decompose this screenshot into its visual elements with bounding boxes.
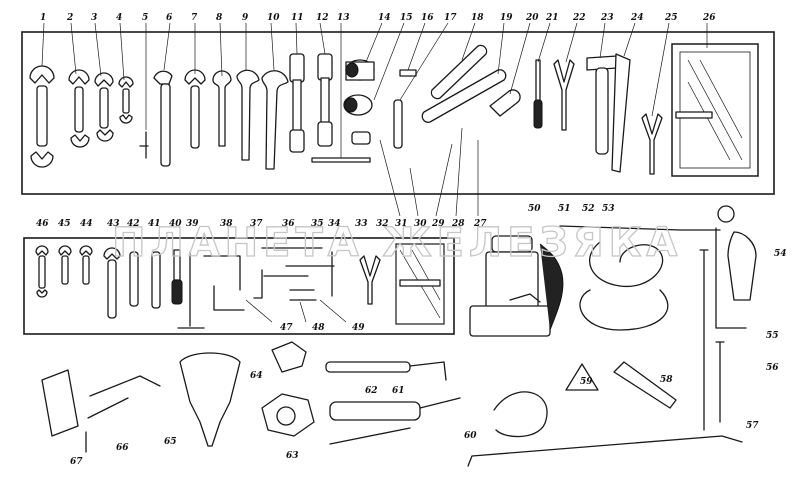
callout-9: 9: [242, 13, 249, 23]
callout-36: 36: [282, 219, 295, 229]
callout-24: 24: [630, 13, 644, 23]
callout-60: 60: [464, 431, 477, 441]
callout-19: 19: [500, 13, 513, 23]
callout-15: 15: [400, 13, 413, 23]
callout-45: 45: [58, 219, 71, 229]
callout-37: 37: [250, 219, 263, 229]
callout-49: 49: [352, 323, 365, 333]
callout-59: 59: [580, 377, 593, 387]
callout-46: 46: [36, 219, 49, 229]
callout-67: 67: [70, 457, 83, 467]
callout-22: 22: [572, 13, 586, 23]
callout-62: 62: [365, 386, 378, 396]
callout-5: 5: [142, 13, 148, 23]
tire-pump-hose: [539, 225, 747, 431]
callout-27: 27: [473, 219, 487, 229]
callout-40: 40: [169, 219, 182, 229]
grease-cup-tool: [717, 205, 757, 301]
callout-32: 32: [376, 219, 389, 229]
callout-42: 42: [127, 219, 140, 229]
callout-43: 43: [107, 219, 120, 229]
callout-50: 50: [528, 204, 541, 214]
callout-7: 7: [191, 13, 198, 23]
callout-63: 63: [286, 451, 299, 461]
callout-61: 61: [392, 386, 405, 396]
callout-58: 58: [660, 375, 673, 385]
callout-41: 41: [148, 219, 161, 229]
callout-4: 4: [116, 13, 122, 23]
lower-tool-board: [23, 237, 455, 335]
callout-26: 26: [702, 13, 716, 23]
callout-29: 29: [431, 219, 445, 229]
callout-16: 16: [421, 13, 434, 23]
callout-11: 11: [291, 13, 304, 23]
callout-13: 13: [337, 13, 350, 23]
callout-21: 21: [545, 13, 559, 23]
callout-18: 18: [471, 13, 484, 23]
middle-row-callouts: 46 45 44 43 42 41 40 39 38 37 36 35 34 3…: [36, 127, 487, 333]
callout-17: 17: [444, 13, 457, 23]
callout-30: 30: [414, 219, 427, 229]
callout-48: 48: [312, 323, 325, 333]
callout-47: 47: [280, 323, 293, 333]
top-row-callouts: 1 2 3 4 5 6 7 8 9 10 11 12 13 14 15 16 1…: [40, 13, 716, 158]
callout-57: 57: [746, 421, 759, 431]
callout-66: 66: [116, 443, 129, 453]
callout-20: 20: [525, 13, 539, 23]
open-end-wrench-set: [29, 65, 134, 168]
socket-set: [343, 59, 417, 149]
callout-54: 54: [774, 249, 787, 259]
callout-14: 14: [378, 13, 391, 23]
pliers-hammer-lever: [553, 43, 759, 177]
callout-52: 52: [582, 204, 595, 214]
lower-tools-group: [41, 341, 743, 467]
callout-35: 35: [311, 219, 324, 229]
callout-33: 33: [355, 219, 368, 229]
right-callouts: 50 51 52 53 54 55 56 57 58 59 60 61 62 6…: [70, 204, 787, 467]
callout-10: 10: [267, 13, 280, 23]
callout-39: 39: [186, 219, 199, 229]
callout-8: 8: [216, 13, 223, 23]
callout-28: 28: [451, 219, 465, 229]
callout-65: 65: [164, 437, 177, 447]
callout-53: 53: [602, 204, 615, 214]
callout-31: 31: [395, 219, 408, 229]
callout-6: 6: [166, 13, 173, 23]
offset-ring-wrenches: [421, 44, 543, 129]
callout-2: 2: [66, 13, 73, 23]
callout-38: 38: [220, 219, 233, 229]
hook-spanner-set: [184, 69, 289, 170]
callout-55: 55: [766, 331, 779, 341]
callout-34: 34: [328, 219, 341, 229]
misc-keys: [139, 70, 173, 167]
callout-12: 12: [316, 13, 329, 23]
callout-51: 51: [558, 204, 571, 214]
callout-44: 44: [80, 219, 93, 229]
bottle-jack: [469, 235, 551, 337]
callout-3: 3: [91, 13, 97, 23]
watermark-text: ПЛАНЕТА ЖЕЛЕЗЯКА: [112, 220, 682, 266]
callout-23: 23: [600, 13, 614, 23]
callout-56: 56: [766, 363, 779, 373]
callout-1: 1: [40, 13, 46, 23]
box-spanner-set: [289, 53, 371, 163]
callout-64: 64: [250, 371, 263, 381]
callout-25: 25: [664, 13, 678, 23]
